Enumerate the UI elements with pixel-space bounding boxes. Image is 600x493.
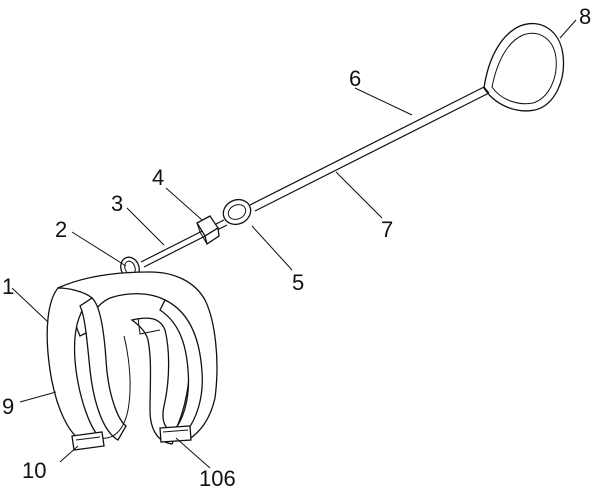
label-10: 10 [22,458,46,483]
rod [249,86,490,212]
loop-handle [483,22,565,112]
leader-3 [126,207,165,246]
leader-2 [71,231,127,267]
leader-6 [354,87,413,116]
label-6: 6 [349,66,361,91]
sleeve [196,215,220,246]
leader-7 [335,171,383,219]
label-7: 7 [381,217,393,242]
leader-lines [11,19,577,469]
leader-4 [165,187,203,221]
label-9: 9 [2,394,14,419]
label-3: 3 [111,191,123,216]
reference-numerals: 8 6 7 5 4 3 2 1 9 10 106 [2,4,591,491]
leader-1 [11,287,49,323]
leader-8 [559,19,577,39]
leader-5 [251,225,293,271]
clamp-body [46,271,218,451]
label-5: 5 [292,270,304,295]
ring [222,198,252,226]
leader-106 [175,437,211,469]
leader-10 [59,445,79,463]
label-106: 106 [199,466,236,491]
label-2: 2 [55,217,67,242]
label-4: 4 [152,165,164,190]
label-8: 8 [579,4,591,29]
leader-9 [19,391,57,403]
label-1: 1 [2,274,14,299]
